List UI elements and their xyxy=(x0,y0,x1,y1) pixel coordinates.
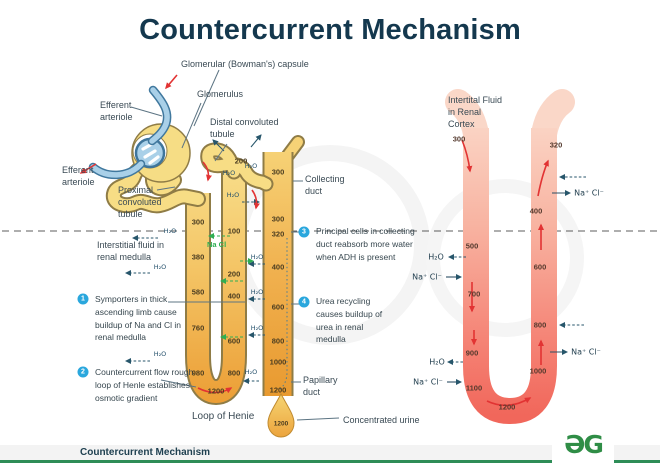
h2o-label: H₂O xyxy=(250,324,264,332)
osmolarity-value: 1100 xyxy=(465,383,483,393)
osmolarity-value: 400 xyxy=(271,262,285,272)
nacl-solid-arrows xyxy=(446,190,571,385)
osmolarity-value: 200 xyxy=(227,269,241,279)
h2o-label: H₂O xyxy=(226,191,240,199)
h2o-label: H₂O xyxy=(222,169,236,177)
osmolarity-value: 600 xyxy=(271,302,285,312)
annotation-4-badge: 4 xyxy=(298,296,310,308)
footer-bar xyxy=(0,445,660,461)
osmolarity-value: 320 xyxy=(549,140,563,150)
osmolarity-value: 1000 xyxy=(529,366,547,376)
osmolarity-value: 1200 xyxy=(269,385,287,395)
osmolarity-value: 380 xyxy=(191,252,205,262)
annotation-1-text: Symporters in thick ascending limb cause… xyxy=(95,294,182,343)
osmolarity-value: 700 xyxy=(467,289,481,299)
nacl-ion-label: Na⁺ Cl⁻ xyxy=(412,272,442,282)
geeksforgeeks-logo-glyph: ƏG xyxy=(564,430,604,459)
osmolarity-value: 800 xyxy=(533,320,547,330)
osmolarity-value: 1200 xyxy=(207,386,225,396)
h2o-label: H₂O xyxy=(429,357,445,367)
nacl-ion-label: Na⁺ Cl⁻ xyxy=(571,347,601,357)
osmolarity-value: 600 xyxy=(227,336,241,346)
label-concentrated-urine: Concentrated urine xyxy=(343,415,420,425)
nacl-label: Na Cl xyxy=(207,240,227,249)
h2o-label: H₂O xyxy=(250,288,264,296)
footer-line-right xyxy=(614,460,660,463)
urine-drop-value: 1200 xyxy=(273,420,289,428)
annotation-4-text: Urea recycling causes buildup of urea in… xyxy=(316,296,383,345)
label-interstitial-cortex: Intertital Fluid in Renal Cortex xyxy=(448,95,503,130)
collecting-duct-tube xyxy=(262,135,305,396)
footer-line-left xyxy=(0,460,552,463)
h2o-label: H₂O xyxy=(250,253,264,261)
h2o-label: H₂O xyxy=(153,350,167,358)
geeksforgeeks-logo: ƏG xyxy=(552,428,614,461)
osmolarity-value: 980 xyxy=(191,368,205,378)
osmolarity-value: 300 xyxy=(271,214,285,224)
annotation-3-text: Principal cells in collecting duct reabs… xyxy=(316,226,415,262)
annotation-2-text: Countercurrent flow rough loop of Henle … xyxy=(95,367,194,403)
osmolarity-value: 580 xyxy=(191,287,205,297)
leader-lines xyxy=(130,69,340,421)
osmolarity-value: 800 xyxy=(271,336,285,346)
osmolarity-value: 760 xyxy=(191,323,205,333)
label-distal-tubule: Distal convoluted tubule xyxy=(210,117,279,140)
osmolarity-value: 300 xyxy=(452,134,466,144)
nacl-green-arrows xyxy=(208,233,254,340)
h2o-label: H₂O xyxy=(153,263,167,271)
label-glomerulus: Glomerulus xyxy=(197,89,244,99)
label-loop-of-henle: Loop of Henie xyxy=(192,411,255,422)
label-proximal-tubule: Proximal convoluted tubule xyxy=(118,185,162,220)
label-interstitial-medulla: Interstitial fluid in renal medulla xyxy=(97,240,165,263)
osmolarity-value: 320 xyxy=(271,229,285,239)
osmolarity-value: 800 xyxy=(227,368,241,378)
osmolarity-value: 500 xyxy=(465,241,479,251)
osmolarity-value: 900 xyxy=(465,348,479,358)
h2o-label: H₂O xyxy=(244,368,258,376)
footer-caption: Countercurrent Mechanism xyxy=(80,447,211,458)
osmolarity-value: 300 xyxy=(191,217,205,227)
osmolarity-value: 300 xyxy=(271,167,285,177)
osmolarity-value: 1200 xyxy=(498,402,516,412)
page-title: Countercurrent Mechanism xyxy=(139,14,521,46)
arteriole-vessel-shape xyxy=(88,85,172,180)
urea-dotted-path xyxy=(278,238,288,391)
nacl-ion-label: Na⁺ Cl⁻ xyxy=(574,188,604,198)
vasa-recta-tube xyxy=(445,89,575,425)
urine-drop-shape xyxy=(267,392,295,438)
h2o-label: H₂O xyxy=(163,227,177,235)
osmolarity-value: 400 xyxy=(227,291,241,301)
osmolarity-value: 1000 xyxy=(269,357,287,367)
h2o-label: H₂O xyxy=(428,252,444,262)
flow-arrows-red xyxy=(79,74,549,407)
nacl-ion-label: Na⁺ Cl⁻ xyxy=(413,377,443,387)
annotation-2-badge: 2 xyxy=(77,366,89,378)
annotation-3-badge: 3 xyxy=(298,226,310,238)
osmolarity-value: 200 xyxy=(234,156,248,166)
osmolarity-value: 100 xyxy=(227,226,241,236)
distal-outflow-arrows xyxy=(212,134,262,152)
label-collecting-duct: Collecting duct xyxy=(305,174,345,197)
label-papillary-duct: Papillary duct xyxy=(303,375,338,398)
distal-tubule-shape xyxy=(200,142,274,192)
label-efferent-arteriole-bottom: Efferent arteriole xyxy=(62,165,95,188)
label-efferent-arteriole-top: Efferent arteriole xyxy=(100,100,133,123)
osmolarity-value: 600 xyxy=(533,262,547,272)
h2o-label: H₂O xyxy=(244,162,258,170)
label-bowmans-capsule: Glomerular (Bowman's) capsule xyxy=(181,59,309,69)
annotation-1-badge: 1 xyxy=(77,293,89,305)
osmolarity-value: 400 xyxy=(529,206,543,216)
